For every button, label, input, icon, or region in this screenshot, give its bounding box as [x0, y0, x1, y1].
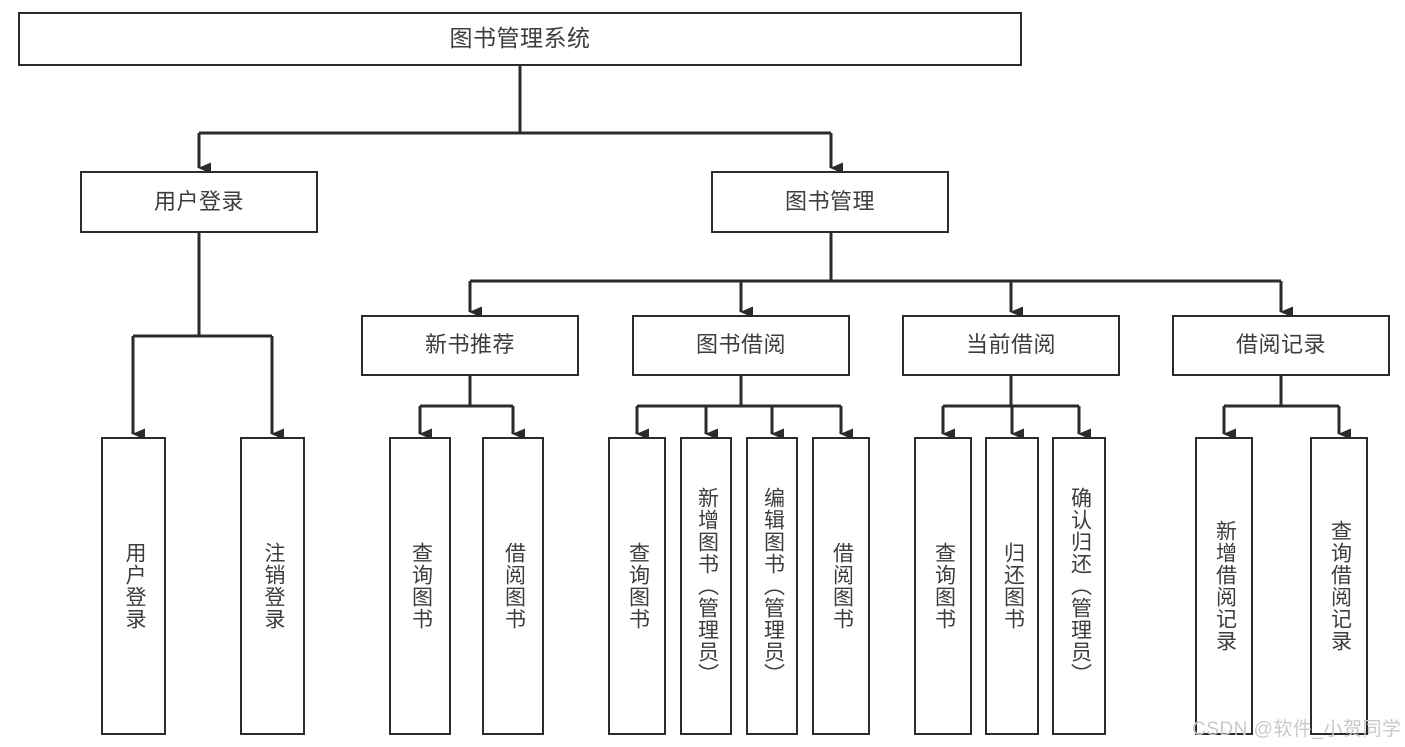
current-borrow-to-leaf-connectors [941, 376, 1091, 440]
node-borrow-record-label: 借阅记录 [1235, 332, 1326, 358]
node-new-book-recommend[interactable]: 新书推荐 [361, 315, 579, 376]
leaf-logout-label: 注销登录 [261, 542, 285, 630]
leaf-return-book-label: 归还图书 [1001, 542, 1025, 630]
leaf-add-borrow-record-label: 新增借阅记录 [1213, 520, 1237, 652]
leaf-add-book-admin-label: 新增图书（管理员） [695, 487, 719, 685]
leaf-add-borrow-record[interactable]: 新增借阅记录 [1195, 437, 1253, 735]
leaf-return-book[interactable]: 归还图书 [985, 437, 1039, 735]
book-manage-to-level3-connectors [468, 233, 1293, 318]
leaf-query-book-new[interactable]: 查询图书 [389, 437, 451, 735]
leaf-user-login-label: 用户登录 [122, 542, 146, 630]
node-current-borrow-label: 当前借阅 [965, 332, 1056, 358]
node-book-borrow-label: 图书借阅 [695, 332, 786, 358]
leaf-query-book-borrow-label: 查询图书 [626, 542, 650, 630]
new-book-to-leaf-connectors [418, 376, 525, 440]
leaf-borrow-book[interactable]: 借阅图书 [812, 437, 870, 735]
node-borrow-record[interactable]: 借阅记录 [1172, 315, 1390, 376]
node-user-login-label: 用户登录 [153, 188, 244, 214]
leaf-edit-book-admin[interactable]: 编辑图书（管理员） [746, 437, 798, 735]
book-borrow-to-leaf-connectors [635, 376, 853, 440]
leaf-borrow-book-new-label: 借阅图书 [502, 542, 526, 630]
node-root[interactable]: 图书管理系统 [18, 12, 1022, 66]
leaf-confirm-return-admin[interactable]: 确认归还（管理员） [1052, 437, 1106, 735]
borrow-record-to-leaf-connectors [1222, 376, 1351, 440]
leaf-borrow-book-new[interactable]: 借阅图书 [482, 437, 544, 735]
leaf-query-book-new-label: 查询图书 [409, 542, 433, 630]
csdn-watermark: CSDN @软件_小贺同学 [1192, 719, 1402, 740]
leaf-logout[interactable]: 注销登录 [240, 437, 305, 735]
leaf-query-book-borrow[interactable]: 查询图书 [608, 437, 666, 735]
leaf-confirm-return-admin-label: 确认归还（管理员） [1068, 487, 1092, 685]
user-login-to-leaf-connectors [131, 233, 284, 440]
leaf-query-borrow-record[interactable]: 查询借阅记录 [1310, 437, 1368, 735]
leaf-query-borrow-record-label: 查询借阅记录 [1328, 520, 1352, 652]
leaf-query-book-current[interactable]: 查询图书 [914, 437, 972, 735]
node-new-book-recommend-label: 新书推荐 [424, 332, 515, 358]
leaf-add-book-admin[interactable]: 新增图书（管理员） [680, 437, 732, 735]
node-book-management[interactable]: 图书管理 [711, 171, 949, 233]
leaf-query-book-current-label: 查询图书 [932, 542, 956, 630]
leaf-borrow-book-label: 借阅图书 [830, 542, 854, 630]
node-book-borrow[interactable]: 图书借阅 [632, 315, 850, 376]
node-current-borrow[interactable]: 当前借阅 [902, 315, 1120, 376]
node-root-label: 图书管理系统 [449, 25, 591, 52]
node-book-management-label: 图书管理 [784, 188, 875, 214]
leaf-edit-book-admin-label: 编辑图书（管理员） [761, 487, 785, 685]
node-user-login[interactable]: 用户登录 [80, 171, 318, 233]
leaf-user-login[interactable]: 用户登录 [101, 437, 166, 735]
root-to-level2-connectors [197, 66, 843, 174]
